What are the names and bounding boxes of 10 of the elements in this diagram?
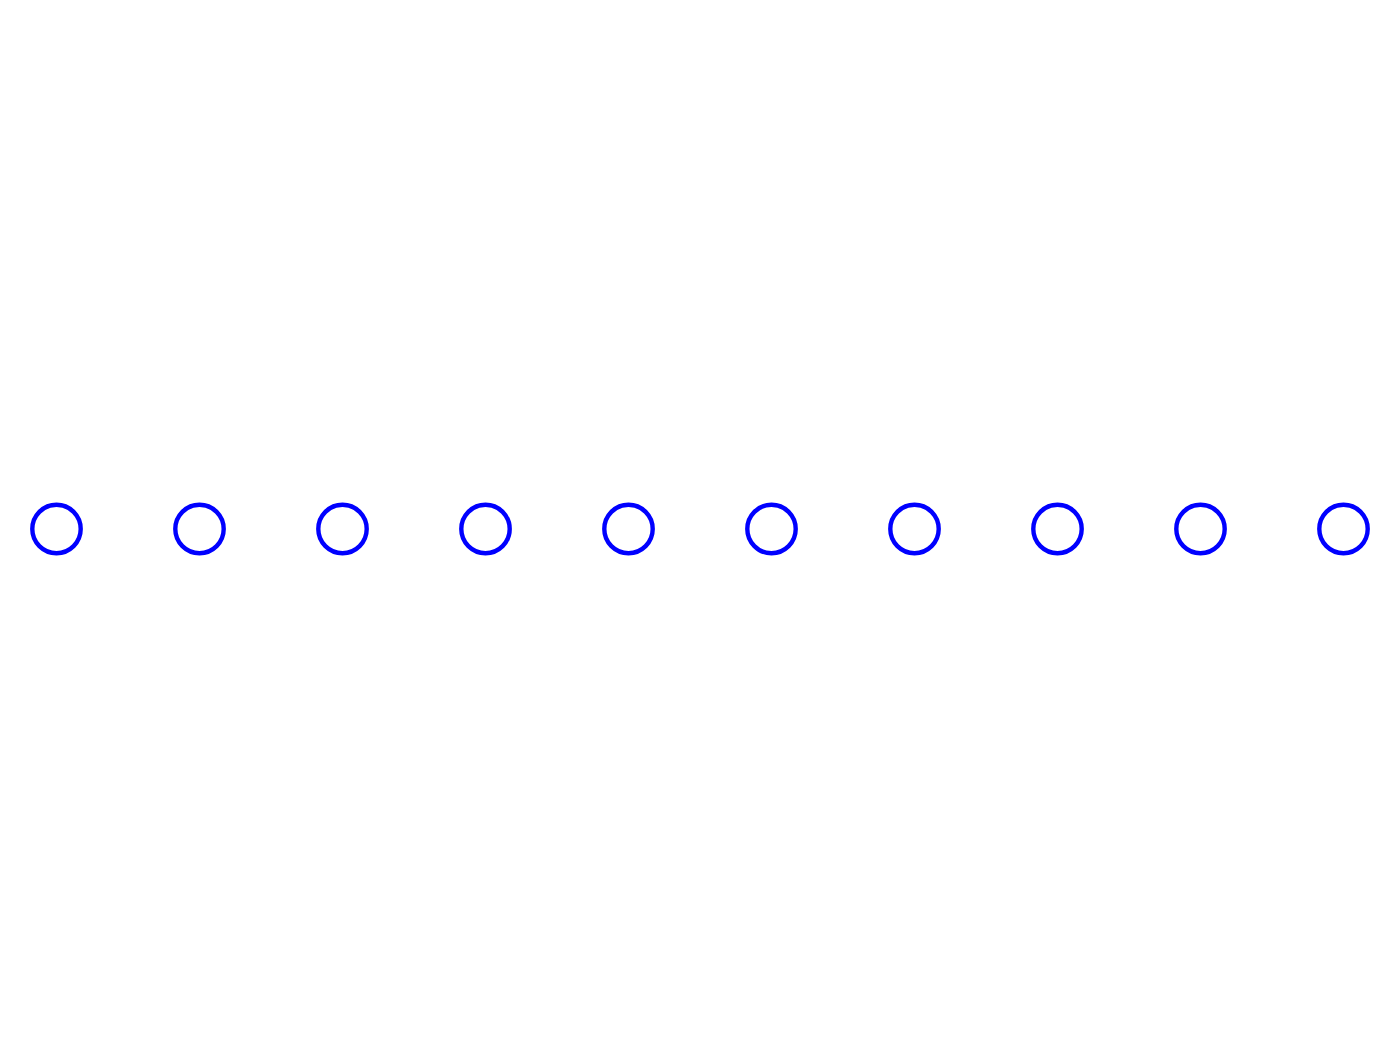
node-circle bbox=[1174, 501, 1227, 555]
node-circle bbox=[1031, 501, 1084, 555]
node-circle bbox=[602, 501, 655, 555]
node-circle bbox=[888, 501, 941, 555]
node-circle bbox=[316, 501, 369, 555]
node-circle bbox=[1317, 501, 1370, 555]
node-circle bbox=[745, 501, 798, 555]
node-circle bbox=[30, 501, 83, 555]
node-circle bbox=[173, 501, 226, 555]
node-circle bbox=[459, 501, 512, 555]
